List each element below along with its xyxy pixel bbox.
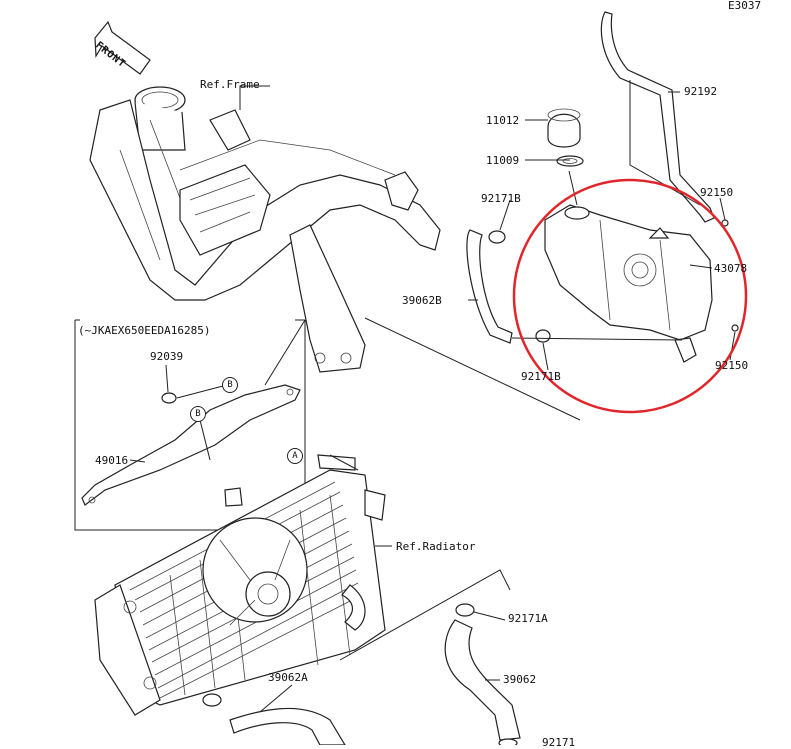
hose-39062-drawing	[444, 619, 521, 741]
nut-92039-drawing	[161, 392, 177, 404]
reserve-tank-drawing	[544, 108, 713, 363]
radiator-drawing	[94, 454, 386, 716]
label-92171-cut: 92171	[542, 736, 576, 749]
frame-drawing	[89, 86, 441, 373]
diagram-code: E3037	[728, 0, 762, 12]
callout-a: A	[287, 448, 303, 464]
hose-39062b-drawing	[466, 229, 513, 344]
callout-b-upper: B	[222, 377, 238, 393]
label-ref-frame: Ref.Frame	[200, 78, 260, 91]
label-39062: 39062	[503, 673, 537, 686]
front-arrow-icon	[94, 20, 151, 75]
label-11012: 11012	[486, 114, 520, 127]
label-92039: 92039	[150, 350, 184, 363]
callout-b-lower: B	[190, 406, 206, 422]
label-49016: 49016	[95, 454, 129, 467]
label-39062b: 39062B	[402, 294, 442, 307]
label-43078: 43078	[714, 263, 748, 275]
hose-39062a-drawing	[229, 707, 346, 745]
clamp-92171b-bot-drawing	[535, 329, 551, 343]
clamp-92171b-top-drawing	[488, 230, 506, 244]
label-92150-bottom: 92150	[715, 359, 749, 372]
label-92192: 92192	[684, 85, 718, 98]
inset-title: (~JKAEX650EEDA16285)	[78, 324, 211, 337]
label-92171b-top: 92171B	[481, 192, 521, 205]
label-39062a: 39062A	[268, 671, 308, 684]
label-92171b-bottom: 92171B	[521, 370, 561, 383]
label-92171a: 92171A	[508, 612, 548, 625]
hose-92192-drawing	[600, 11, 715, 223]
clamp-92171a-drawing	[455, 603, 475, 617]
label-92150-top: 92150	[700, 186, 734, 199]
highlight-circle	[512, 178, 748, 414]
label-11009: 11009	[486, 154, 520, 167]
inset-box	[74, 319, 306, 531]
label-ref-radiator: Ref.Radiator	[396, 540, 476, 553]
bracket-49016-drawing	[81, 384, 301, 506]
